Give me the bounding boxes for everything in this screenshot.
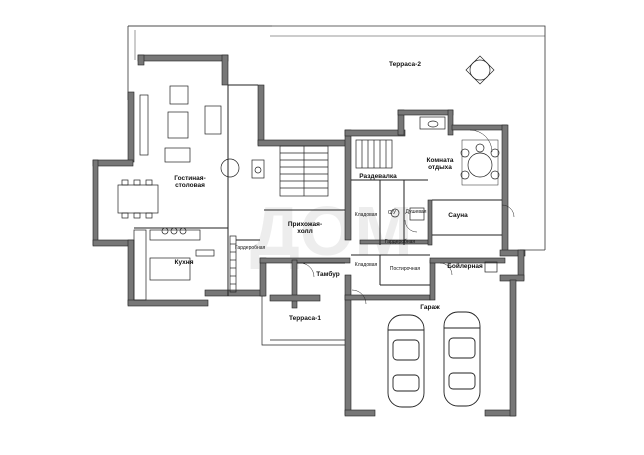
room-label-cloak: Кладовая xyxy=(355,212,378,218)
room-label-boiler: Бойлерная xyxy=(447,262,483,270)
room-label-vestibule: Тамбур xyxy=(316,270,340,278)
door-swings xyxy=(299,129,515,305)
room-label-hall: Прихожая-холл xyxy=(288,221,322,235)
watermark: ДОМ xyxy=(250,192,413,270)
room-label-wc: С/У xyxy=(388,210,397,216)
terrace-2-outline xyxy=(127,25,546,251)
wardrobe-shelves-icon xyxy=(229,235,237,293)
room-label-garage: Гараж xyxy=(420,304,440,311)
room-label-dressing-2: Гардеробная xyxy=(385,239,416,245)
shower-icon xyxy=(409,207,425,221)
exterior-walls xyxy=(92,54,526,417)
bathtub-icon xyxy=(419,116,446,130)
car-icon xyxy=(387,314,425,408)
armchair-icon xyxy=(204,105,222,135)
room-label-shower: Душевая xyxy=(406,209,427,215)
staircase xyxy=(279,139,393,197)
dining-table-icon xyxy=(117,184,159,214)
terrace-table-icon xyxy=(469,59,491,81)
cars xyxy=(387,311,481,408)
kitchen-counter-icon xyxy=(133,229,147,301)
toilet-icon xyxy=(390,208,400,218)
room-label-terrace-2: Терраса-2 xyxy=(389,61,421,68)
room-label-dressing-1: Гардеробная xyxy=(235,245,266,251)
plant-icon xyxy=(220,158,240,178)
room-label-small-storage: Кладовая xyxy=(355,262,378,268)
room-label-terrace-1: Терраса-1 xyxy=(289,315,321,322)
furniture xyxy=(117,55,500,301)
room-label-sauna: Сауна xyxy=(448,212,468,219)
sofa-icon xyxy=(164,147,191,163)
round-table-icon xyxy=(467,152,493,178)
boiler-icon xyxy=(484,261,498,273)
room-label-laundry: Постирочная xyxy=(390,266,421,272)
coffee-table-icon xyxy=(167,111,189,139)
room-label-wardrobe-room: Раздевалка xyxy=(359,173,397,180)
terrace-1-outline xyxy=(261,296,345,346)
room-label-living: Гостиная-столовая xyxy=(174,175,206,189)
interior-walls xyxy=(134,84,502,296)
room-labels: Терраса-2 Гостиная-столовая Кухня Прихож… xyxy=(174,61,483,322)
room-label-kitchen: Кухня xyxy=(175,259,194,266)
armchair-icon xyxy=(169,85,189,105)
fireplace-icon xyxy=(251,159,265,179)
tv-console-icon xyxy=(139,94,149,156)
car-icon xyxy=(443,311,481,407)
